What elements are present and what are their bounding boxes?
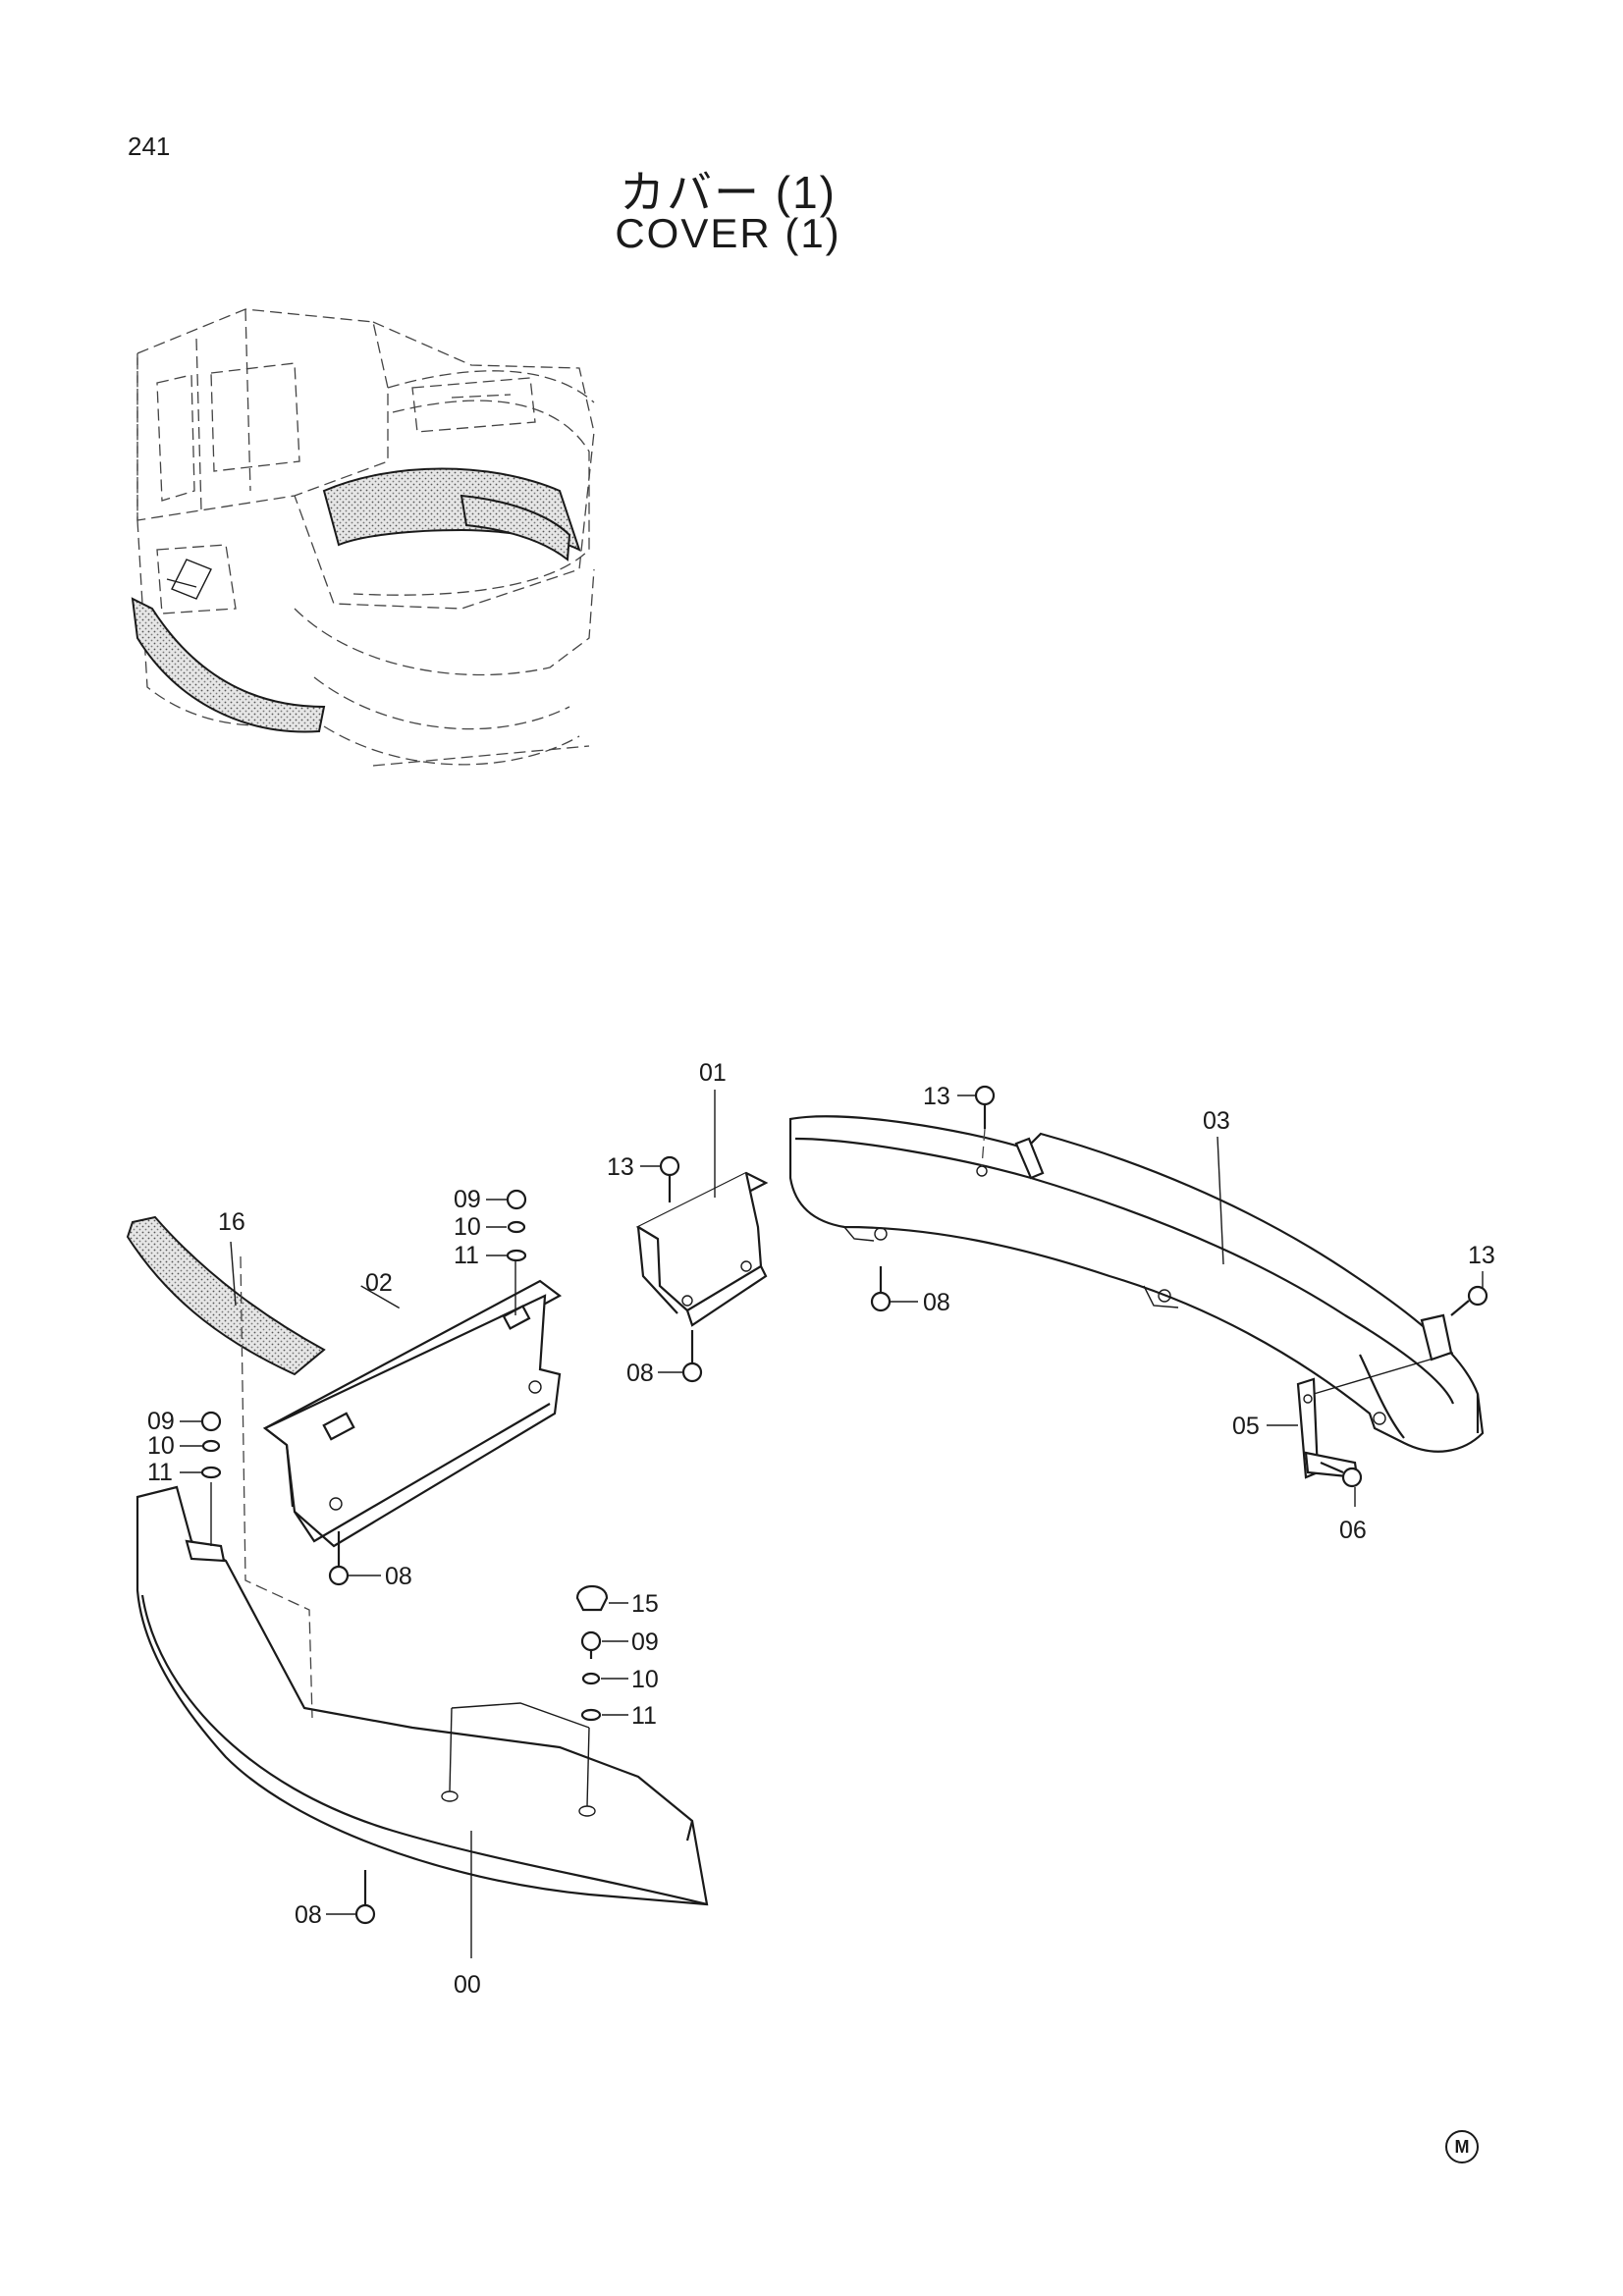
part-03-rear-cover: 03 (788, 1107, 1485, 1453)
bolt-icon (200, 1411, 222, 1432)
plug-icon (575, 1584, 609, 1612)
callout-08-c: 08 (626, 1360, 654, 1387)
bolt-13-near-01: 13 (607, 1153, 680, 1202)
callout-10-b: 10 (147, 1432, 175, 1460)
callout-09-a: 09 (454, 1186, 481, 1213)
washer-icon (200, 1466, 222, 1479)
bolt-icon (328, 1565, 350, 1586)
callout-11-a: 11 (454, 1242, 479, 1269)
part-00-front-cover: 00 (135, 1255, 709, 1999)
bolt-icon (506, 1189, 527, 1210)
bolt-icon (870, 1291, 892, 1312)
callout-16: 16 (218, 1208, 245, 1236)
callout-11-b: 11 (147, 1459, 173, 1486)
callout-10-a: 10 (454, 1213, 481, 1241)
bolt-icon (354, 1903, 376, 1925)
bolt-08-under-01: 08 (626, 1330, 703, 1387)
bolt-icon (659, 1155, 680, 1177)
callout-00: 00 (454, 1971, 481, 1999)
washer-icon (506, 1249, 527, 1262)
callout-13-b: 13 (923, 1083, 950, 1110)
callout-09-c: 09 (631, 1629, 659, 1656)
washer-icon (507, 1220, 526, 1234)
bolt-13-right: 13 (1450, 1242, 1495, 1316)
part-16-decal: 16 (126, 1208, 326, 1376)
callout-09-b: 09 (147, 1408, 175, 1435)
manufacturer-mark: M (1445, 2130, 1479, 2163)
callout-10-c: 10 (631, 1666, 659, 1693)
washer-icon (201, 1439, 221, 1453)
callout-06: 06 (1339, 1517, 1367, 1544)
washer-icon (580, 1708, 602, 1722)
bolt-icon (1467, 1285, 1488, 1307)
bolt-icon (1341, 1467, 1363, 1488)
callout-02: 02 (365, 1269, 393, 1297)
callout-05: 05 (1232, 1413, 1260, 1440)
fastener-stack-left: 09 10 11 (147, 1408, 222, 1546)
page-number: 241 (128, 132, 171, 161)
fastener-stack-center: 15 09 10 11 (575, 1584, 659, 1730)
callout-03: 03 (1203, 1107, 1230, 1135)
callout-08-b: 08 (295, 1901, 322, 1929)
fastener-stack-upper: 09 10 11 (454, 1186, 527, 1269)
part-05-bracket: 05 06 (1232, 1352, 1454, 1544)
callout-13-c: 13 (1468, 1242, 1495, 1269)
part-02-bracket: 02 (262, 1256, 563, 1548)
bolt-08-under-02: 08 (328, 1531, 412, 1590)
bolt-icon (681, 1362, 703, 1383)
callout-08-a: 08 (385, 1563, 412, 1590)
callout-08-d: 08 (923, 1289, 950, 1316)
bolt-icon (974, 1085, 996, 1106)
bolt-08-under-03: 08 (870, 1266, 950, 1316)
page-title-english: COVER (1) (615, 210, 841, 256)
part-01-center-bracket: 01 (635, 1059, 769, 1327)
callout-13-a: 13 (607, 1153, 634, 1181)
washer-icon (581, 1672, 601, 1685)
bolt-08-under-00: 08 (295, 1870, 376, 1929)
page-title-japanese: カバー (1) (620, 167, 837, 218)
callout-15: 15 (631, 1590, 659, 1618)
bolt-icon (580, 1630, 602, 1652)
callout-01: 01 (699, 1059, 727, 1087)
callout-11-c: 11 (631, 1702, 657, 1730)
bolt-13-top-03: 13 (923, 1083, 996, 1167)
machine-overview (131, 308, 595, 767)
